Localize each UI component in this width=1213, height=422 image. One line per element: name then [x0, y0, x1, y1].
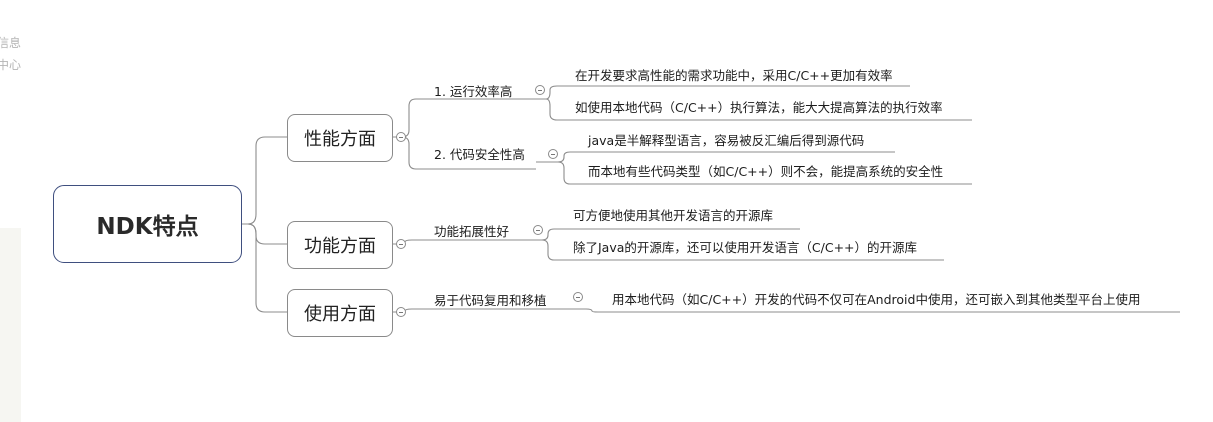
side-panel-edge: 信息 中心	[0, 0, 21, 422]
side-panel-shade	[0, 228, 21, 422]
edge-root-function	[242, 223, 287, 245]
collapse-toggle-icon[interactable]	[548, 149, 558, 159]
edge-root-usage	[242, 223, 287, 313]
leaf-extensibility-1[interactable]: 可方便地使用其他开发语言的开源库	[573, 208, 774, 223]
leaf-efficiency-1[interactable]: 在开发要求高性能的需求功能中，采用C/C++更加有效率	[575, 68, 893, 83]
edge-root-performance	[242, 136, 287, 225]
side-panel-text-2: 中心	[0, 58, 21, 72]
root-node[interactable]: NDK特点	[53, 185, 242, 263]
edge-extensibility-leaf-1	[524, 228, 800, 241]
leaf-portability-1[interactable]: 用本地代码（如C/C++）开发的代码不仅可在Android中使用，还可嵌入到其他…	[612, 292, 1141, 307]
collapse-toggle-icon[interactable]	[396, 239, 406, 249]
category-performance[interactable]: 性能方面	[287, 114, 393, 162]
edge-extensibility-leaf-2	[524, 239, 944, 261]
edge-performance-efficiency	[392, 98, 522, 138]
edge-portability-leaf	[566, 308, 1180, 313]
leaf-extensibility-2[interactable]: 除了Java的开源库，还可以使用开发语言（C/C++）的开源库	[573, 240, 918, 255]
collapse-toggle-icon[interactable]	[396, 132, 406, 142]
edge-security-leaf-1	[536, 151, 895, 163]
edge-function-extensibility	[392, 239, 524, 245]
edge-usage-portability	[392, 308, 566, 313]
category-function[interactable]: 功能方面	[287, 221, 393, 269]
leaf-efficiency-2[interactable]: 如使用本地代码（C/C++）执行算法，能大大提高算法的执行效率	[575, 100, 943, 115]
collapse-toggle-icon[interactable]	[573, 292, 583, 302]
branch-efficiency[interactable]: 1. 运行效率高	[434, 84, 513, 99]
side-panel-text-1: 信息	[0, 36, 21, 50]
edge-efficiency-leaf-2	[522, 98, 972, 121]
collapse-toggle-icon[interactable]	[396, 307, 406, 317]
branch-security[interactable]: 2. 代码安全性高	[434, 147, 525, 162]
collapse-toggle-icon[interactable]	[535, 85, 545, 95]
leaf-security-2[interactable]: 而本地有些代码类型（如C/C++）则不会，能提高系统的安全性	[588, 164, 944, 179]
branch-extensibility[interactable]: 功能拓展性好	[434, 224, 510, 239]
edge-efficiency-leaf-1	[522, 85, 910, 100]
collapse-toggle-icon[interactable]	[533, 225, 543, 235]
category-usage[interactable]: 使用方面	[287, 289, 393, 337]
leaf-security-1[interactable]: java是半解释型语言，容易被反汇编后得到源代码	[588, 133, 865, 148]
edge-security-leaf-2	[536, 161, 972, 185]
branch-portability[interactable]: 易于代码复用和移植	[434, 293, 547, 308]
